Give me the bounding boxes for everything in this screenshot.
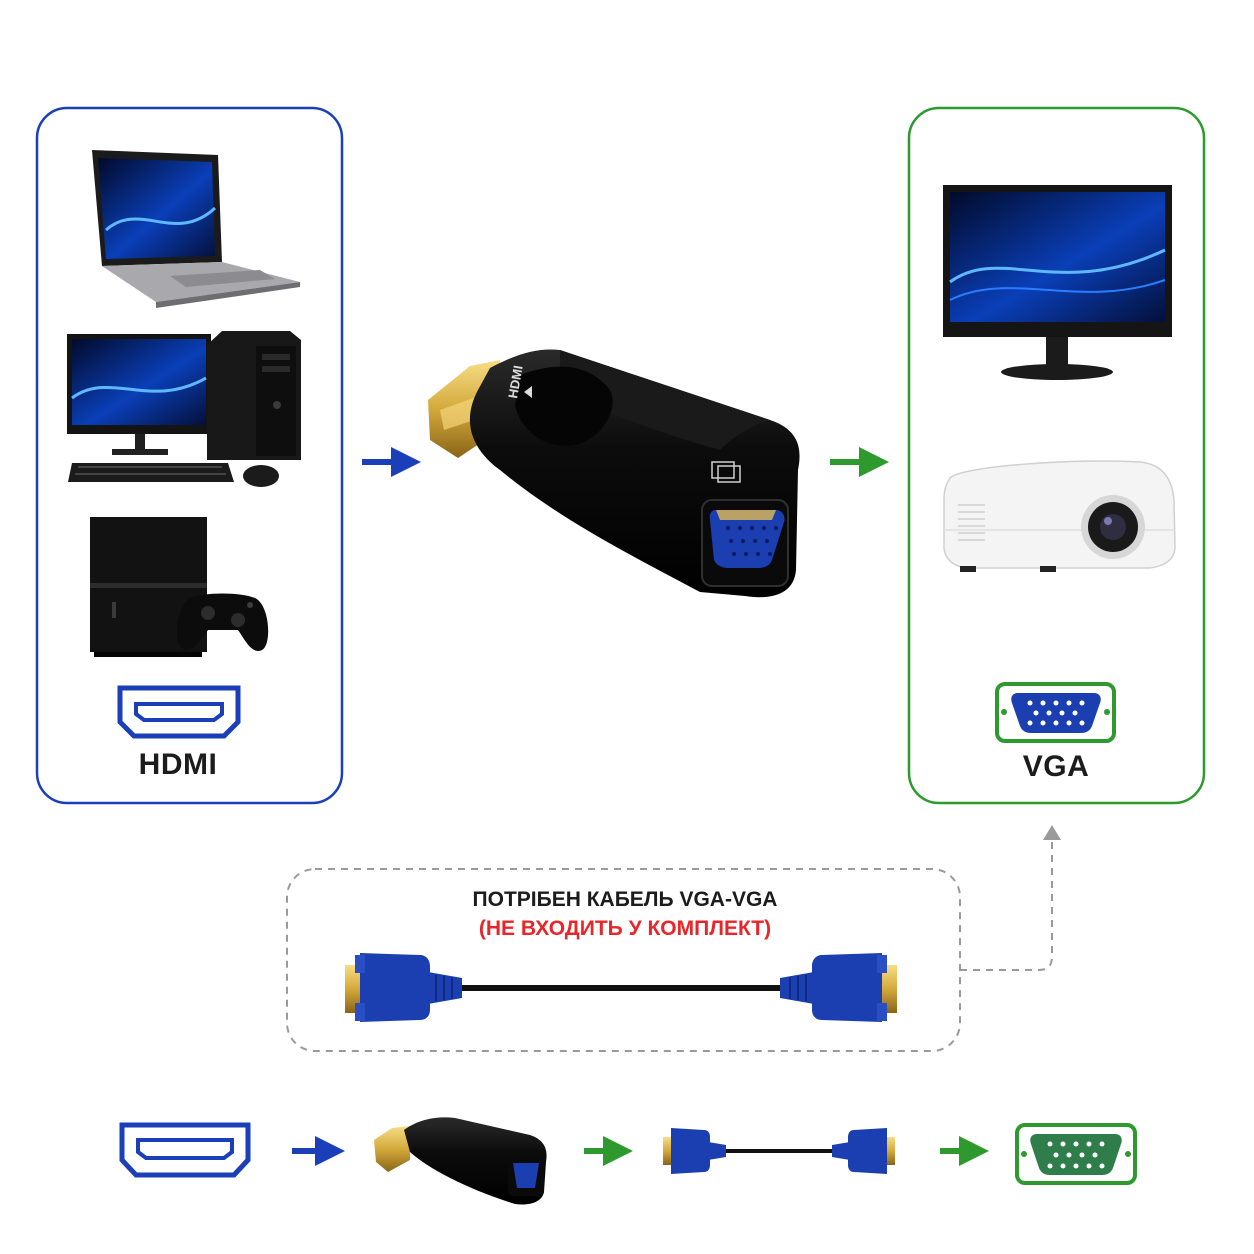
vga-port-icon: [995, 682, 1116, 743]
laptop-icon: [92, 150, 300, 308]
vga-label: VGA: [1022, 750, 1090, 783]
game-console-icon: [90, 517, 269, 657]
monitor-icon: [943, 185, 1172, 380]
target-panel: [907, 106, 1206, 805]
desktop-pc-icon: [67, 331, 301, 487]
flow-vga-cable-icon: [663, 1128, 895, 1174]
hdmi-port-icon: [117, 685, 241, 739]
projector-icon: [943, 460, 1176, 572]
cable-requirement-text: ПОТРІБЕН КАБЕЛЬ VGA-VGA: [472, 888, 778, 911]
vga-cable-image: [345, 953, 897, 1022]
dashed-connector-arrow: [960, 838, 1053, 971]
cable-not-included-text: (НЕ ВХОДИТЬ У КОМПЛЕКТ): [478, 917, 772, 940]
flow-adapter-icon: [374, 1117, 547, 1205]
adapter-hdmi-marking: HDMI: [505, 364, 526, 399]
adapter-image: HDMI: [428, 349, 800, 598]
source-panel: [35, 106, 344, 805]
hdmi-label: HDMI: [138, 748, 218, 781]
flow-hdmi-port-icon: [119, 1122, 251, 1178]
flow-vga-port-icon: [1015, 1123, 1137, 1185]
